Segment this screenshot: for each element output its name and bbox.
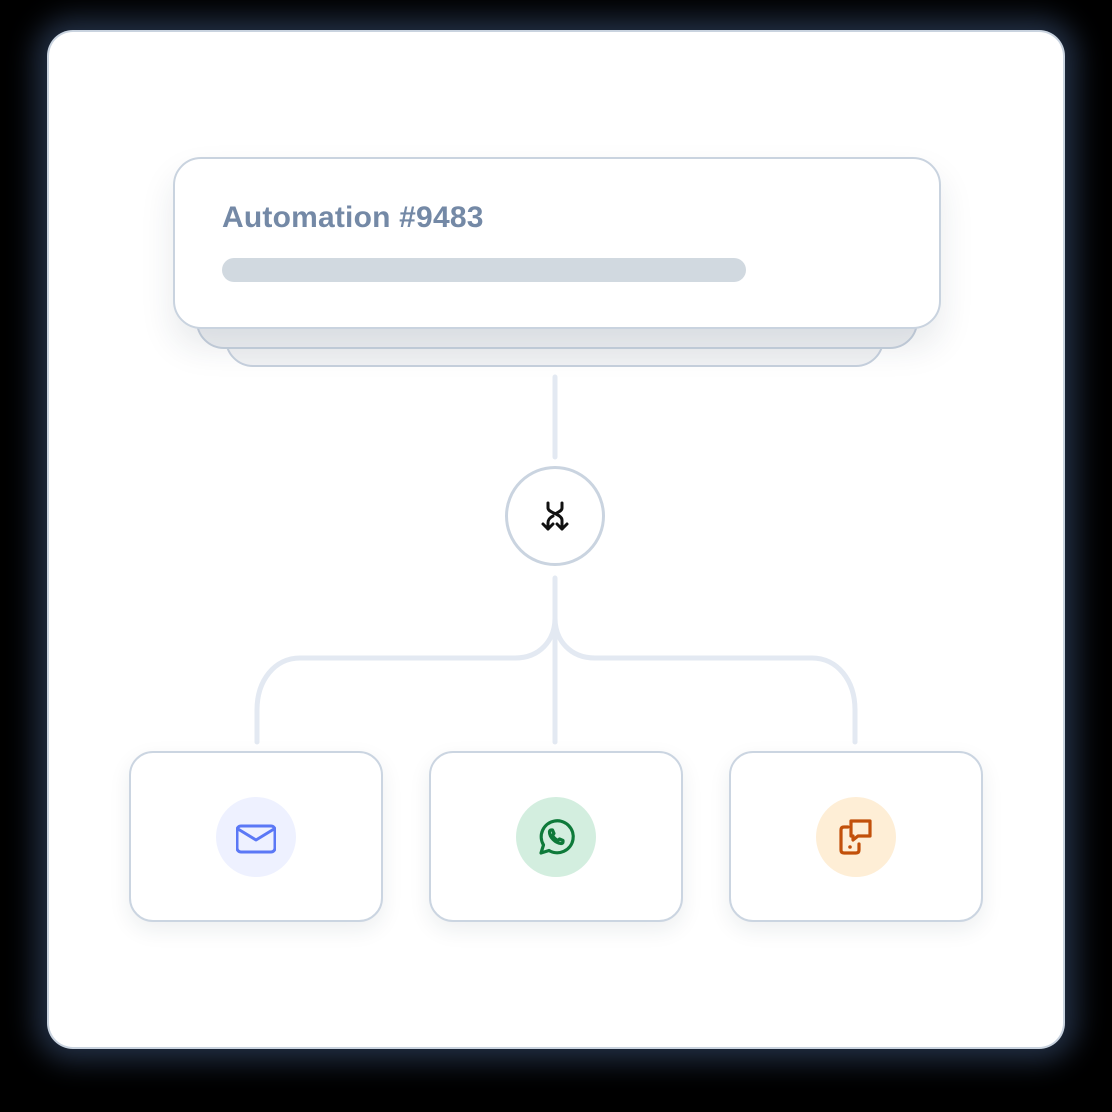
whatsapp-icon-badge (516, 796, 596, 877)
split-arrows-icon (541, 501, 569, 531)
whatsapp-icon (539, 818, 575, 855)
automation-title: Automation #9483 (222, 201, 484, 234)
channel-card-email[interactable] (129, 751, 383, 922)
automation-card[interactable]: Automation #9483 (173, 157, 941, 329)
placeholder-bar (222, 258, 746, 282)
mail-icon (236, 824, 276, 853)
email-icon-badge (216, 796, 296, 877)
channel-card-whatsapp[interactable] (429, 751, 683, 922)
channel-card-sms[interactable] (729, 751, 983, 922)
mobile-message-icon (839, 818, 872, 855)
split-node[interactable] (505, 466, 605, 566)
sms-icon-badge (816, 796, 896, 877)
